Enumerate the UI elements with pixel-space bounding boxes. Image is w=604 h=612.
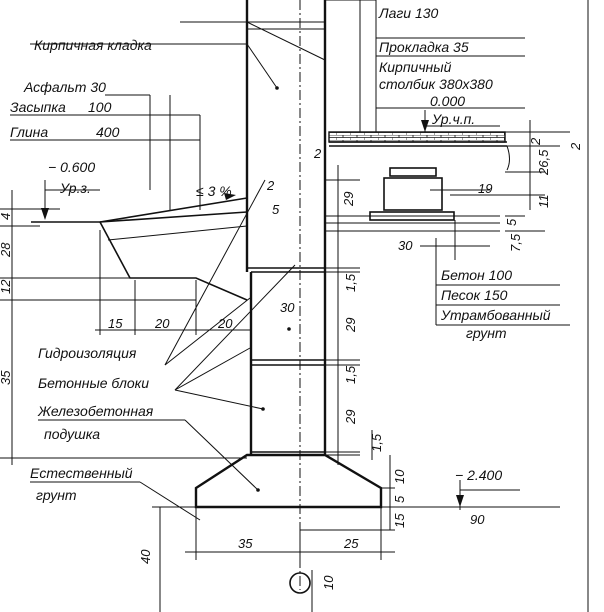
compacted-ground-label-line2: грунт <box>466 325 507 341</box>
dim-35-left: 35 <box>0 370 13 385</box>
backfill-label: Засыпка <box>10 99 66 115</box>
waterproofing-label: Гидроизоляция <box>38 345 137 361</box>
dim-29-low: 29 <box>343 410 358 425</box>
clay-label: Глина <box>10 124 48 140</box>
rc-cushion <box>194 453 383 509</box>
ground-level-tag: Ур.з. <box>59 180 91 196</box>
dim-5-slope: 5 <box>272 202 280 217</box>
sand-label: Песок 150 <box>441 287 508 303</box>
dim-2-right: 2 <box>528 137 543 146</box>
dim-29-mid: 29 <box>343 318 358 333</box>
dim-25: 25 <box>343 536 359 551</box>
dim-1-5-c: 1,5 <box>369 433 384 452</box>
dim-11: 11 <box>536 195 551 209</box>
floor-level-value: 0.000 <box>430 93 465 109</box>
bottom-level-value: − 2.400 <box>455 467 502 483</box>
dim-40: 40 <box>138 549 153 564</box>
dim-20-b: 20 <box>217 316 233 331</box>
concrete-blocks-label: Бетонные блоки <box>38 375 149 391</box>
dim-4: 4 <box>0 213 13 220</box>
dim-12: 12 <box>0 279 13 294</box>
dim-2-left: 2 <box>313 146 322 161</box>
slope-label: ≤ 3 % <box>196 183 232 199</box>
dim-29-top: 29 <box>341 192 356 207</box>
rc-cushion-label-line2: подушка <box>44 426 100 442</box>
block-marker-dot-2 <box>287 327 291 331</box>
right-dimension-lines <box>300 0 589 612</box>
natural-ground-label-line2: грунт <box>36 487 77 503</box>
blind-area <box>31 197 248 301</box>
dim-30-blocks: 30 <box>280 300 295 315</box>
dim-28: 28 <box>0 242 13 258</box>
pad-label: Прокладка 35 <box>379 39 469 55</box>
dim-2-slope: 2 <box>266 178 275 193</box>
backfill-value: 100 <box>88 99 112 115</box>
compacted-ground-label-line1: Утрамбованный <box>440 307 551 323</box>
ground-level-value: − 0.600 <box>48 159 95 175</box>
dim-19: 19 <box>478 181 492 196</box>
floor-structure <box>325 131 510 232</box>
natural-ground-label-line1: Естественный <box>30 465 133 481</box>
dim-15-pad: 15 <box>392 513 407 528</box>
clay-value: 400 <box>96 124 120 140</box>
dim-30-column: 30 <box>398 238 413 253</box>
dim-7-5: 7,5 <box>508 233 523 252</box>
dim-15: 15 <box>108 316 123 331</box>
rc-cushion-label-line1: Железобетонная <box>37 403 154 419</box>
floor-level-tag: Ур.ч.п. <box>431 111 475 127</box>
leader-lines <box>10 0 570 521</box>
dim-2-far: 2 <box>568 142 583 151</box>
joists-label: Лаги 130 <box>378 5 439 21</box>
brick-masonry-label: Кирпичная кладка <box>34 37 152 53</box>
left-dimension-lines <box>0 190 251 465</box>
arrowheads <box>41 120 464 507</box>
brick-column-label-line2: столбик 380х380 <box>379 76 493 92</box>
dim-26-5: 26,5 <box>536 149 551 176</box>
dim-10: 10 <box>392 469 407 484</box>
dim-10-circle: 10 <box>321 575 336 590</box>
dim-1-5-a: 1,5 <box>343 273 358 292</box>
dim-5-column: 5 <box>504 218 519 226</box>
dim-90: 90 <box>470 512 485 527</box>
pile-circle <box>289 572 311 594</box>
dim-20-a: 20 <box>154 316 170 331</box>
bottom-dimension-lines <box>152 506 395 612</box>
asphalt-label: Асфальт 30 <box>23 79 106 95</box>
concrete-blocks <box>247 267 327 455</box>
concrete-label: Бетон 100 <box>441 267 512 283</box>
brick-column-label-line1: Кирпичный <box>379 59 452 75</box>
dim-35-bottom: 35 <box>238 536 253 551</box>
dim-5-pad: 5 <box>392 495 407 503</box>
dim-1-5-b: 1,5 <box>343 365 358 384</box>
